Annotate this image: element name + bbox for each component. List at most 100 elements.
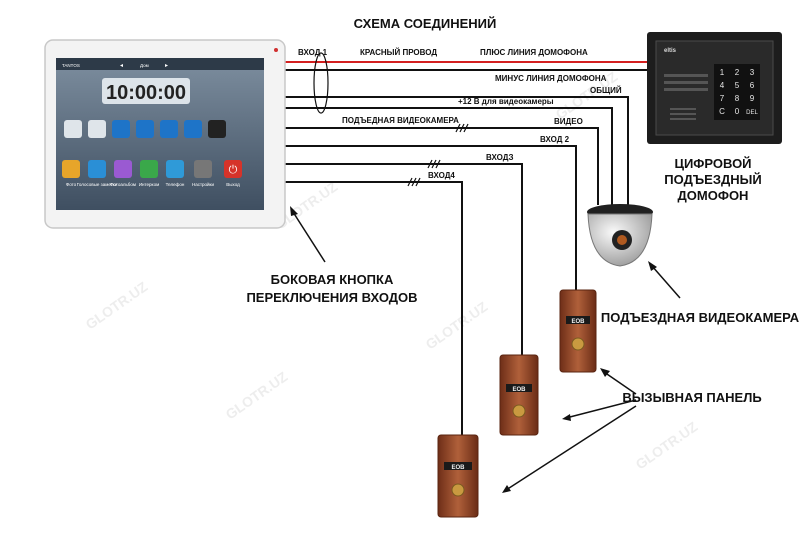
monitor-camera-icon[interactable] bbox=[88, 120, 106, 138]
intercom-key[interactable]: 0 bbox=[735, 107, 740, 116]
wire-labels: ВХОД 1 КРАСНЫЙ ПРОВОД ПЛЮС ЛИНИЯ ДОМОФОН… bbox=[298, 48, 622, 180]
watermark: GLOTR.UZ bbox=[633, 418, 701, 472]
call-button[interactable] bbox=[571, 337, 585, 351]
call-panel: ЕОВ bbox=[559, 289, 597, 373]
intercom-key[interactable]: 7 bbox=[720, 94, 725, 103]
monitor-monitor-icon[interactable] bbox=[112, 120, 130, 138]
intercom-key[interactable]: 8 bbox=[735, 94, 740, 103]
wire-label-in4: ВХОД4 bbox=[428, 171, 455, 180]
side-button-arrow-head bbox=[290, 206, 298, 216]
monitor-app-label: Выход bbox=[226, 182, 240, 187]
intercom-key[interactable]: 5 bbox=[735, 81, 740, 90]
in4-wire bbox=[285, 181, 463, 435]
camera-arrow bbox=[651, 265, 681, 299]
watermark: GLOTR.UZ bbox=[423, 298, 491, 352]
monitor-settings-icon[interactable] bbox=[194, 160, 212, 178]
monitor-monitor-icon[interactable] bbox=[160, 120, 178, 138]
monitor-phone-icon[interactable] bbox=[166, 160, 184, 178]
wire-label-red: КРАСНЫЙ ПРОВОД bbox=[360, 48, 437, 57]
cam-video-wire bbox=[285, 127, 599, 205]
intercom-keypad bbox=[714, 64, 760, 120]
monitor-home: Дом bbox=[140, 63, 149, 68]
side-button-label-line1: БОКОВАЯ КНОПКА bbox=[271, 272, 394, 287]
wire-label-in1: ВХОД 1 bbox=[298, 48, 328, 57]
call-panel-badge: ЕОВ bbox=[512, 387, 526, 393]
intercom-label-line2: ПОДЪЕЗДНЫЙ bbox=[664, 172, 761, 187]
monitor-photo-icon[interactable] bbox=[62, 160, 80, 178]
monitor-power-icon[interactable] bbox=[224, 160, 242, 178]
monitor-clock: 10:00:00 bbox=[106, 82, 186, 104]
wire-label-cam-power: +12 В для видеокамеры bbox=[458, 97, 554, 106]
call-panel-label: ВЫЗЫВНАЯ ПАНЕЛЬ bbox=[622, 390, 761, 405]
diagram-title: СХЕМА СОЕДИНЕНИЙ bbox=[354, 16, 497, 31]
wire-label-minus: МИНУС ЛИНИЯ ДОМОФОНА bbox=[495, 74, 607, 83]
monitor-brand: TANTOS bbox=[62, 63, 80, 68]
intercom-key[interactable]: 1 bbox=[720, 68, 725, 77]
call-button[interactable] bbox=[512, 404, 526, 418]
intercom-speaker bbox=[670, 108, 696, 120]
monitor-app-label: Фотоальбом bbox=[110, 182, 136, 187]
monitor-app-row: ⏻ Фото Голосовые заметки Фотоальбом Инте… bbox=[62, 160, 242, 187]
camera-label: ПОДЪЕЗДНАЯ ВИДЕОКАМЕРА bbox=[601, 310, 800, 325]
intercom-key[interactable]: 3 bbox=[750, 68, 755, 77]
monitor-app-label: Фото bbox=[66, 182, 77, 187]
intercom-key[interactable]: C bbox=[719, 107, 725, 116]
monitor-icon-row-1 bbox=[64, 120, 226, 138]
camera-lens-glass bbox=[617, 235, 627, 245]
wire-bundle-ellipse bbox=[313, 52, 329, 114]
in3-wire bbox=[285, 163, 523, 355]
wire-label-plus: ПЛЮС ЛИНИЯ ДОМОФОНА bbox=[480, 48, 588, 57]
wire-label-video: ВИДЕО bbox=[554, 117, 583, 126]
wire-label-cam-video: ПОДЪЕДНАЯ ВИДЕОКАМЕРА bbox=[342, 116, 459, 125]
side-button-label-line2: ПЕРЕКЛЮЧЕНИЯ ВХОДОВ bbox=[246, 290, 417, 305]
cam-power-wire bbox=[285, 107, 613, 205]
intercom-label-line1: ЦИФРОВОЙ bbox=[674, 156, 751, 171]
intercom-keys: 1 2 3 4 5 6 7 8 9 C 0 DEL bbox=[719, 68, 758, 116]
monitor-power-glyph: ⏻ bbox=[229, 164, 238, 176]
side-button-arrow bbox=[292, 211, 326, 263]
intercom-key[interactable]: 4 bbox=[720, 81, 725, 90]
monitor-intercom-icon[interactable] bbox=[140, 160, 158, 178]
common-wire bbox=[285, 96, 629, 205]
intercom-led-rows bbox=[664, 74, 708, 91]
call-panel-badge: ЕОВ bbox=[571, 319, 585, 325]
intercom-key[interactable]: 6 bbox=[750, 81, 755, 90]
monitor-app-label: Телефон bbox=[166, 182, 185, 187]
monitor-clock-bg bbox=[102, 78, 190, 104]
watermark: GLOTR.UZ bbox=[223, 368, 291, 422]
monitor-forward-icon[interactable]: ▸ bbox=[165, 63, 168, 69]
video-monitor: TANTOS Дом ◂ ▸ 10:00:00 ⏻ Фото Голосовые… bbox=[44, 39, 286, 229]
wire-label-in3: ВХОДЗ bbox=[486, 153, 514, 162]
intercom-key[interactable]: 2 bbox=[735, 68, 740, 77]
monitor-top-bar bbox=[56, 58, 264, 70]
camera-arrow-head bbox=[648, 261, 657, 271]
wire-hash-marks bbox=[407, 123, 469, 187]
call-panel-arrows bbox=[505, 371, 637, 491]
call-panel: ЕОВ bbox=[437, 434, 479, 518]
monitor-clapper-icon[interactable] bbox=[208, 120, 226, 138]
monitor-camera-icon[interactable] bbox=[64, 120, 82, 138]
call-panel-badge: ЕОВ bbox=[451, 465, 465, 471]
wire-label-common: ОБЩИЙ bbox=[590, 86, 622, 95]
intercom-key[interactable]: 9 bbox=[750, 94, 755, 103]
dome-camera bbox=[587, 204, 653, 267]
monitor-monitor-icon[interactable] bbox=[184, 120, 202, 138]
call-panel-arrow-heads bbox=[502, 368, 610, 493]
monitor-monitor-icon[interactable] bbox=[136, 120, 154, 138]
digital-intercom: eltis 1 2 3 4 5 6 7 8 9 C 0 DEL ЦИФРОВОЙ… bbox=[647, 32, 782, 203]
monitor-back-icon[interactable]: ◂ bbox=[120, 63, 123, 69]
call-button[interactable] bbox=[451, 483, 465, 497]
monitor-album-icon[interactable] bbox=[114, 160, 132, 178]
wires bbox=[285, 61, 655, 435]
monitor-app-label: Голосовые заметки bbox=[77, 182, 118, 187]
wire-label-in2: ВХОД 2 bbox=[540, 135, 570, 144]
monitor-voice-memo-icon[interactable] bbox=[88, 160, 106, 178]
intercom-key[interactable]: DEL bbox=[746, 110, 758, 116]
monitor-app-label: Настройки bbox=[192, 181, 215, 187]
call-panel: ЕОВ bbox=[499, 354, 539, 436]
intercom-brand: eltis bbox=[664, 48, 677, 54]
in2-wire bbox=[285, 145, 577, 290]
monitor-app-label: Интерком bbox=[139, 182, 159, 187]
watermark: GLOTR.UZ bbox=[83, 278, 151, 332]
